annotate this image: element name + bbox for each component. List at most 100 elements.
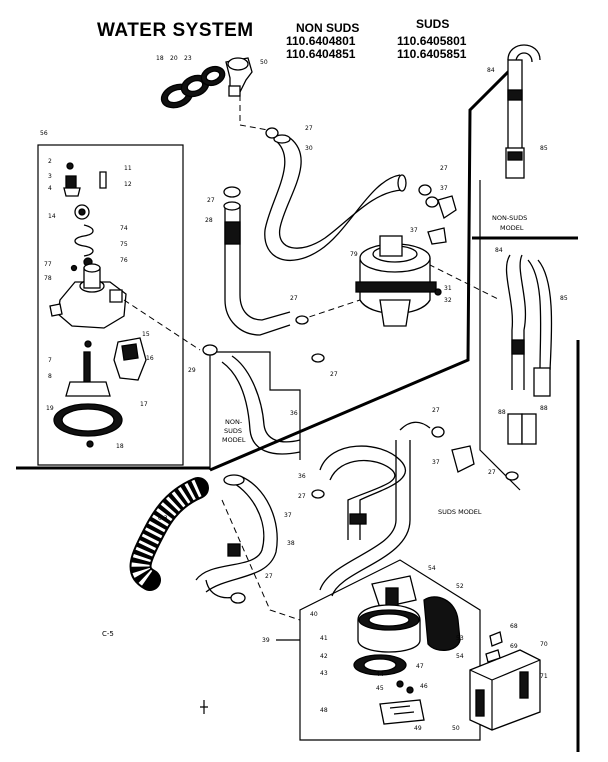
- dashed-leader-4: [419, 259, 501, 301]
- label-49: 49: [414, 725, 422, 732]
- label-85: 85: [540, 145, 548, 152]
- label-27-rlow: 27: [488, 469, 496, 476]
- label-85-b: 85: [560, 295, 568, 302]
- label-47: 47: [416, 663, 424, 670]
- label-50: 50: [260, 59, 268, 66]
- right-top-valve: [418, 184, 457, 245]
- label-29: 29: [188, 367, 196, 374]
- clamp-mid: [311, 353, 325, 363]
- label-32: 32: [444, 297, 452, 304]
- margin-tick: [200, 700, 208, 714]
- mixing-valve-body: [49, 263, 127, 329]
- label-53: 53: [456, 635, 464, 642]
- non-suds-note-left-1: NON-: [225, 418, 243, 426]
- label-76: 76: [120, 257, 128, 264]
- label-52: 52: [456, 583, 464, 590]
- label-48: 48: [320, 707, 328, 714]
- label-84: 84: [487, 67, 495, 74]
- label-4: 4: [48, 185, 52, 192]
- label-50-b: 50: [452, 725, 460, 732]
- label-42: 42: [320, 653, 328, 660]
- label-27-lleft: 27: [265, 573, 273, 580]
- label-77: 77: [44, 261, 52, 268]
- label-7: 7: [48, 357, 52, 364]
- pump-impeller-parts: [53, 337, 147, 448]
- label-27-left: 27: [207, 197, 215, 204]
- suds-heading: SUDS: [416, 17, 449, 31]
- tub-coupling-fitting: [355, 235, 442, 327]
- left-vertical-hose: [223, 186, 291, 336]
- non-suds-note-right-1: NON-SUDS: [492, 214, 527, 222]
- label-12: 12: [124, 181, 132, 188]
- label-75: 75: [120, 241, 128, 248]
- non-suds-model-2: 110.6404851: [286, 47, 356, 61]
- label-27-rtop: 27: [440, 165, 448, 172]
- page-code: C-5: [102, 630, 114, 638]
- non-suds-note-left-2: SUDS: [224, 427, 242, 435]
- non-suds-center-hose: [221, 355, 301, 455]
- label-37-cright: 37: [432, 459, 440, 466]
- label-27-mid: 27: [330, 371, 338, 378]
- clamp-coupling: [295, 315, 309, 325]
- clamp-top: [265, 127, 279, 139]
- corrugated-drain-hose: [129, 477, 209, 591]
- mounting-bracket: [469, 631, 541, 731]
- label-40: 40: [310, 611, 318, 618]
- suds-model-2: 110.6405851: [397, 47, 467, 61]
- label-56: 56: [40, 130, 48, 137]
- dashed-leader-2: [239, 95, 269, 131]
- label-37-rtop: 37: [440, 185, 448, 192]
- valve-small-parts: [63, 162, 107, 272]
- pump-assembly-box: [299, 559, 481, 741]
- clamp-center-left: [202, 344, 218, 356]
- label-11: 11: [124, 165, 132, 172]
- diagram-title: WATER SYSTEM: [97, 20, 254, 41]
- label-38: 38: [287, 540, 295, 547]
- label-88-b: 88: [540, 405, 548, 412]
- dashed-leader-5: [221, 499, 301, 621]
- label-20: 20: [170, 55, 178, 62]
- frame-right-diagonal: [209, 58, 522, 472]
- right-non-suds-hoses: [505, 254, 553, 445]
- label-3: 3: [48, 173, 52, 180]
- label-8: 8: [48, 373, 52, 380]
- label-16: 16: [146, 355, 154, 362]
- label-43: 43: [320, 670, 328, 677]
- label-79: 79: [350, 251, 358, 258]
- label-15: 15: [142, 331, 150, 338]
- label-54-b: 54: [456, 653, 464, 660]
- suds-model-1: 110.6405801: [397, 34, 467, 48]
- label-70: 70: [540, 641, 548, 648]
- non-suds-model-1: 110.6404801: [286, 34, 356, 48]
- label-46: 46: [420, 683, 428, 690]
- dashed-leader-3: [299, 299, 361, 321]
- label-54: 54: [428, 565, 436, 572]
- label-2: 2: [48, 158, 52, 165]
- drain-pump-assembly: [353, 575, 461, 725]
- label-18-b: 18: [116, 443, 124, 450]
- non-suds-heading: NON SUDS: [296, 21, 359, 35]
- frame-non-suds-left: [212, 351, 301, 460]
- drain-connector-hose: [195, 474, 278, 604]
- label-36-b: 36: [298, 473, 306, 480]
- label-84-b: 84: [495, 247, 503, 254]
- top-elbow-fitting: [225, 57, 253, 97]
- label-drain-hose: 6.3: [158, 515, 168, 522]
- upper-hose: [264, 134, 407, 261]
- label-27-top: 27: [305, 125, 313, 132]
- label-14: 14: [48, 213, 56, 220]
- tub-seal-rings: [160, 65, 226, 109]
- valve-assembly-box: [37, 144, 184, 466]
- label-68: 68: [510, 623, 518, 630]
- dashed-leader-1: [123, 299, 201, 351]
- suds-model-note: SUDS MODEL: [438, 508, 482, 516]
- label-28: 28: [205, 217, 213, 224]
- right-fill-hose-suds: [505, 44, 541, 179]
- label-31: 31: [444, 285, 452, 292]
- non-suds-note-left-3: MODEL: [222, 436, 246, 444]
- label-37-rtop-b: 37: [410, 227, 418, 234]
- label-37-left: 37: [284, 512, 292, 519]
- label-69: 69: [510, 643, 518, 650]
- label-88: 88: [498, 409, 506, 416]
